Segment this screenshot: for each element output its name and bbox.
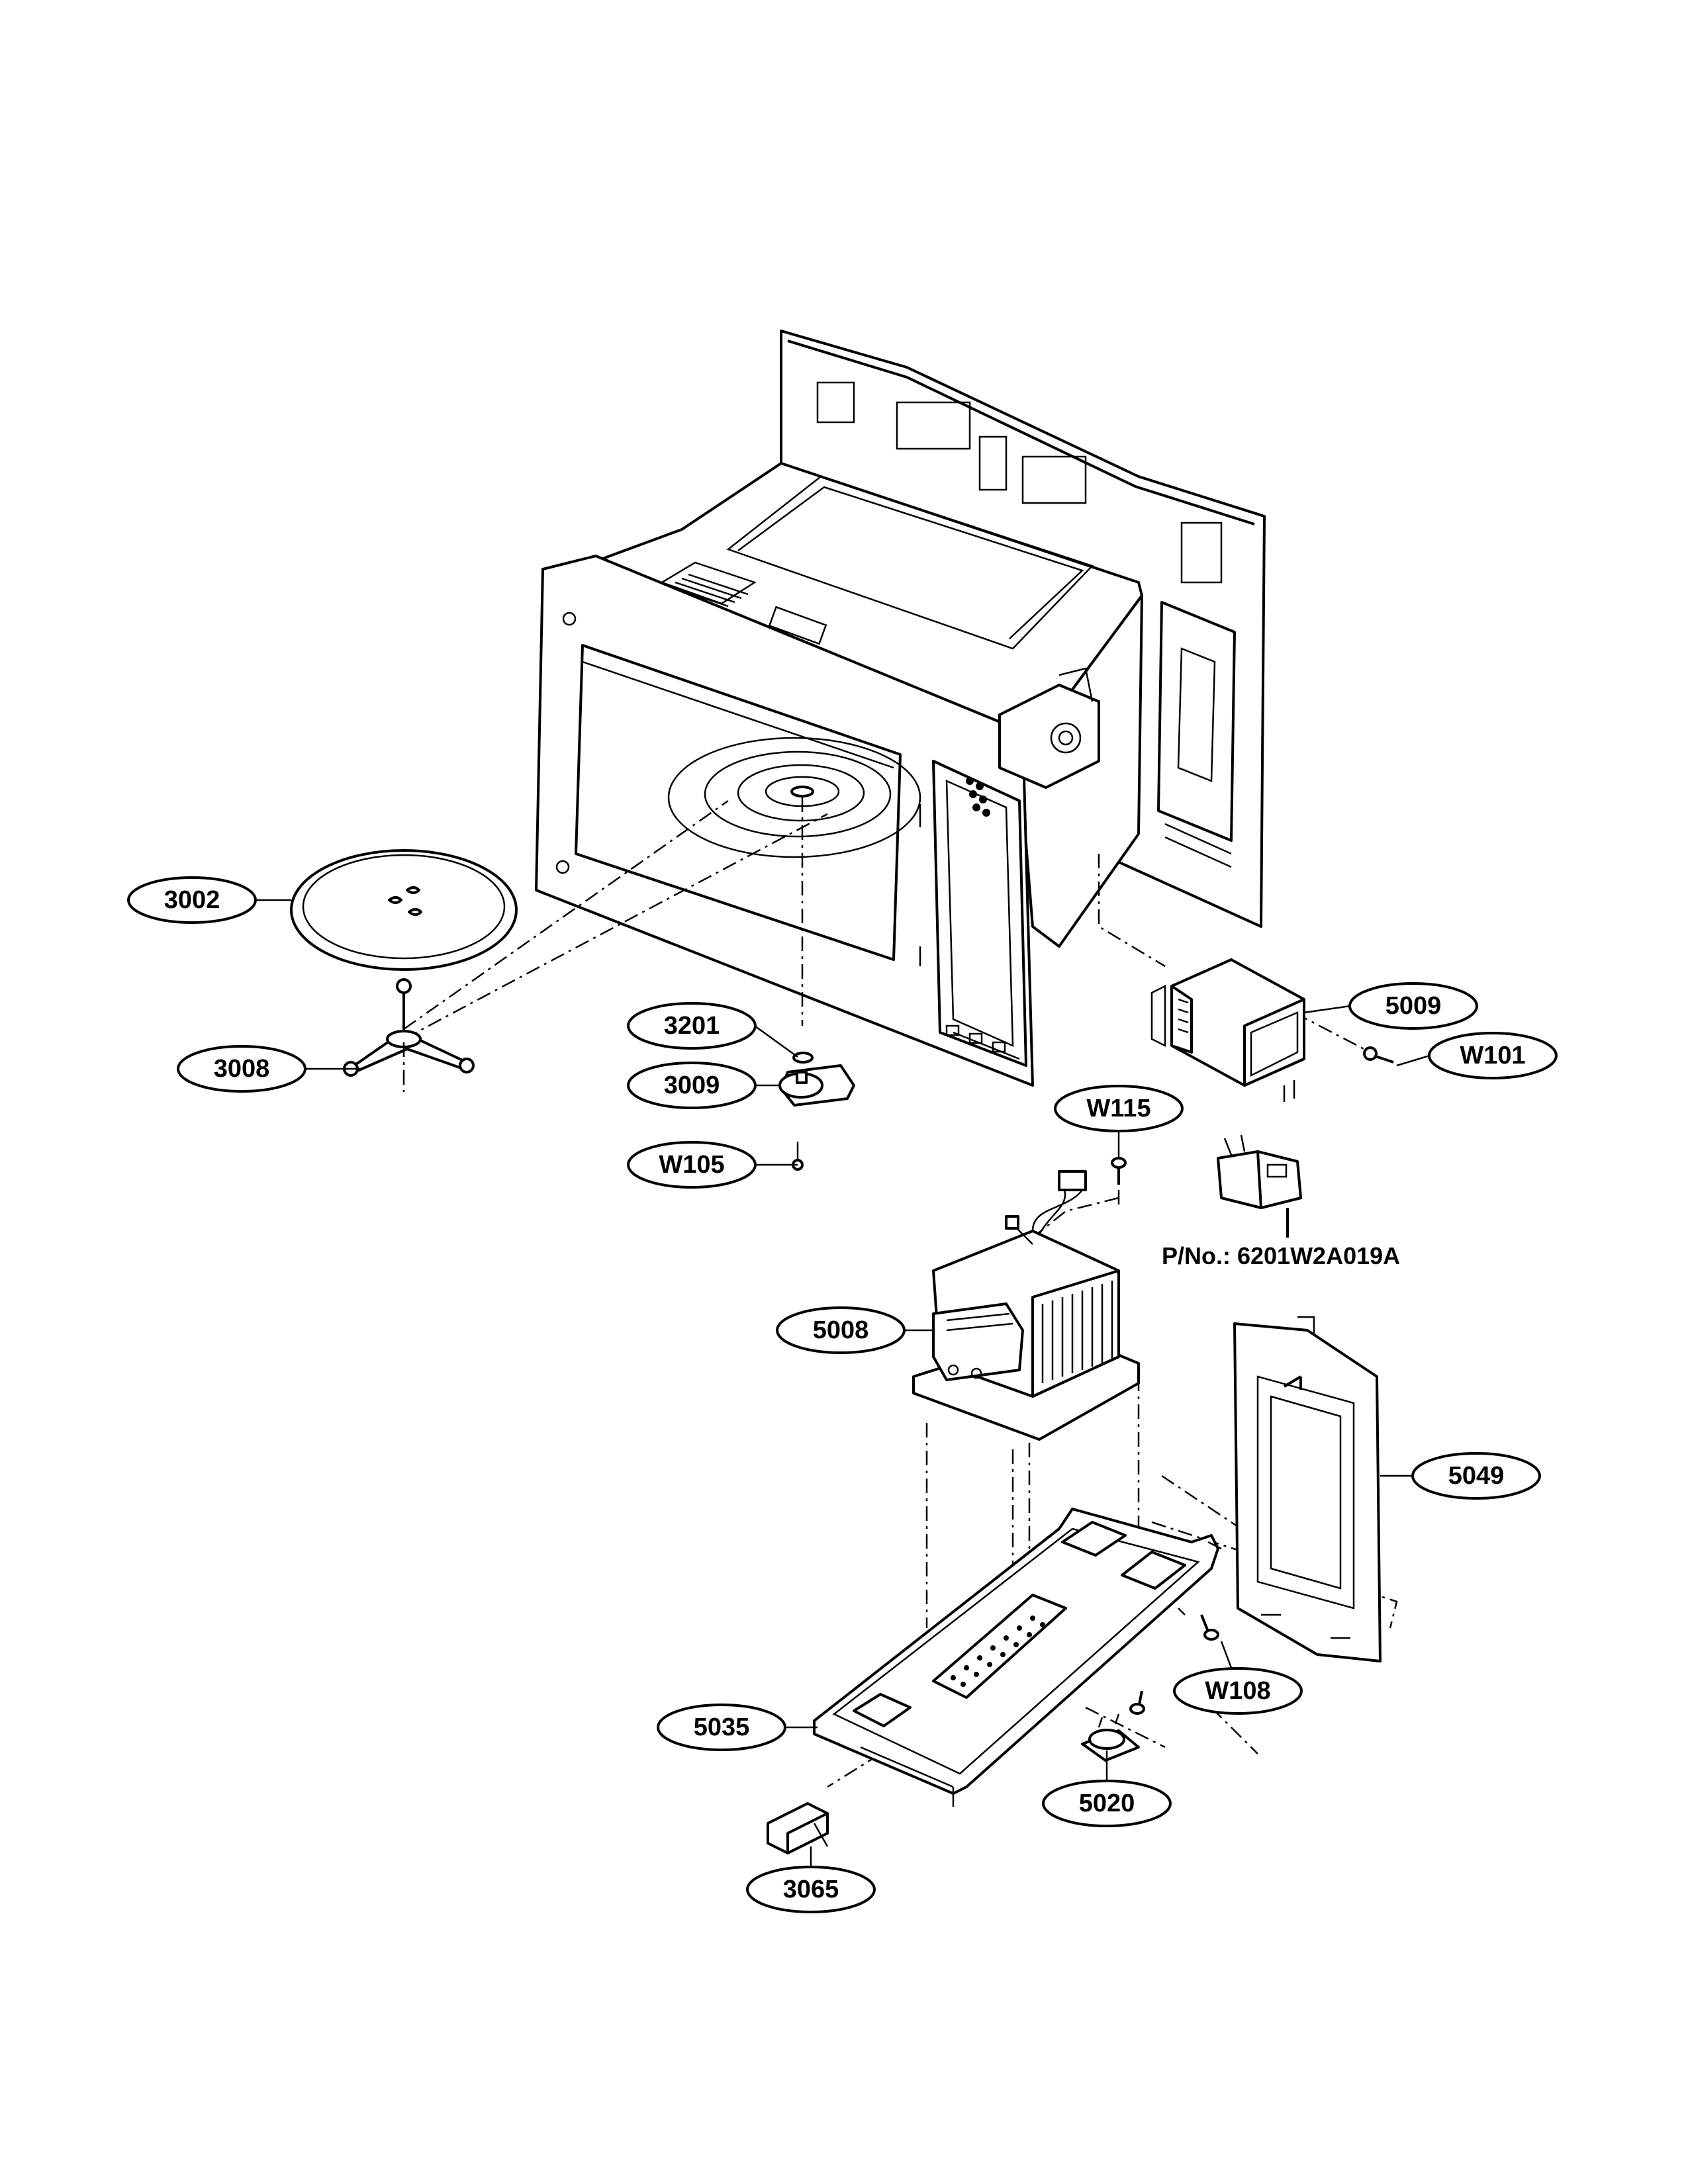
callout-3009: 3009 [627, 1062, 757, 1109]
base-plate [813, 1508, 1222, 1807]
svg-text:3065: 3065 [783, 1876, 839, 1903]
side-cover-panel [1233, 1316, 1382, 1662]
magnetron [1150, 958, 1394, 1102]
svg-text:3009: 3009 [664, 1071, 720, 1099]
callout-W101: W101 [1428, 1032, 1558, 1079]
callout-W105: W105 [627, 1141, 757, 1189]
high-voltage-transformer [912, 1170, 1140, 1441]
roller-guide-coupler [343, 978, 475, 1092]
callout-W108: W108 [1173, 1667, 1303, 1715]
callout-3008: 3008 [177, 1045, 306, 1093]
svg-text:W105: W105 [659, 1151, 724, 1179]
callout-W115: W115 [1054, 1085, 1184, 1132]
screw-w115 [1111, 1157, 1127, 1185]
callout-5035: 5035 [657, 1704, 786, 1751]
door-sensor-bracket [767, 1802, 829, 1854]
svg-text:5035: 5035 [694, 1713, 750, 1741]
svg-text:5020: 5020 [1079, 1790, 1135, 1817]
part-number-note: P/No.: 6201W2A019A [1162, 1242, 1400, 1269]
turntable-motor [778, 1052, 855, 1171]
callout-3201: 3201 [627, 1002, 757, 1050]
fuse-holder [1217, 1134, 1302, 1238]
callout-5049: 5049 [1411, 1452, 1541, 1500]
callout-3065: 3065 [746, 1866, 876, 1913]
callout-5008: 5008 [776, 1306, 906, 1354]
vent-grill [660, 561, 757, 608]
glass-turntable-tray [290, 849, 518, 971]
cavity-floor-rings [667, 737, 921, 858]
callout-5020: 5020 [1042, 1780, 1172, 1827]
svg-text:3002: 3002 [164, 886, 220, 914]
svg-text:5008: 5008 [813, 1316, 869, 1344]
svg-text:W101: W101 [1460, 1042, 1525, 1069]
svg-text:W108: W108 [1205, 1677, 1270, 1705]
oven-cavity-assembly [535, 330, 1266, 1087]
svg-text:3201: 3201 [664, 1012, 720, 1040]
svg-text:5049: 5049 [1448, 1462, 1505, 1490]
thermostat [1081, 1713, 1140, 1762]
callout-5009: 5009 [1348, 982, 1478, 1030]
svg-text:W115: W115 [1086, 1095, 1150, 1122]
callout-3002: 3002 [127, 876, 257, 924]
svg-text:3008: 3008 [214, 1055, 270, 1083]
leader-lines [256, 899, 1430, 1866]
svg-text:5009: 5009 [1385, 992, 1442, 1020]
